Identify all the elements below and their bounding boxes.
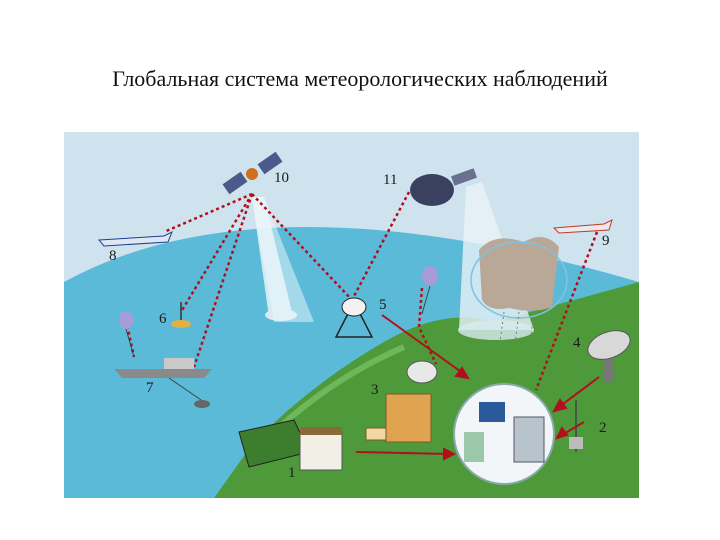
land-shore bbox=[271, 344, 406, 435]
weather-station-icon bbox=[238, 419, 343, 471]
label-8: 8 bbox=[109, 248, 117, 264]
label-10: 10 bbox=[274, 170, 289, 186]
observation-system-diagram: 1 2 3 4 5 6 7 8 9 10 11 bbox=[64, 132, 639, 498]
data-center-icon bbox=[453, 383, 555, 485]
label-5: 5 bbox=[379, 297, 387, 313]
label-9: 9 bbox=[602, 233, 610, 249]
label-7: 7 bbox=[146, 380, 154, 396]
data-arrows bbox=[355, 314, 600, 461]
label-3: 3 bbox=[371, 382, 379, 398]
label-2: 2 bbox=[599, 420, 607, 436]
satellite-beam-10-b bbox=[252, 197, 314, 322]
label-4: 4 bbox=[573, 335, 581, 351]
cloud-icon bbox=[470, 237, 568, 345]
radar-dish-icon bbox=[334, 297, 374, 338]
satellite-icon bbox=[222, 151, 283, 195]
page-title: Глобальная система метеорологических наб… bbox=[112, 66, 608, 91]
airplane-icon bbox=[552, 219, 613, 234]
balloon-icon bbox=[421, 266, 438, 315]
ship-icon bbox=[114, 358, 212, 408]
weather-station-icon bbox=[569, 400, 583, 452]
airplane-icon bbox=[97, 230, 173, 247]
balloon-icon bbox=[119, 311, 135, 358]
label-1: 1 bbox=[288, 465, 296, 481]
radar-dish-icon bbox=[587, 330, 631, 382]
geostationary-satellite-icon bbox=[410, 168, 477, 206]
buoy-icon bbox=[171, 302, 191, 328]
label-6: 6 bbox=[159, 311, 167, 327]
weather-station-icon bbox=[365, 360, 438, 443]
beam-footprint-11 bbox=[458, 320, 534, 340]
label-11: 11 bbox=[383, 172, 397, 188]
